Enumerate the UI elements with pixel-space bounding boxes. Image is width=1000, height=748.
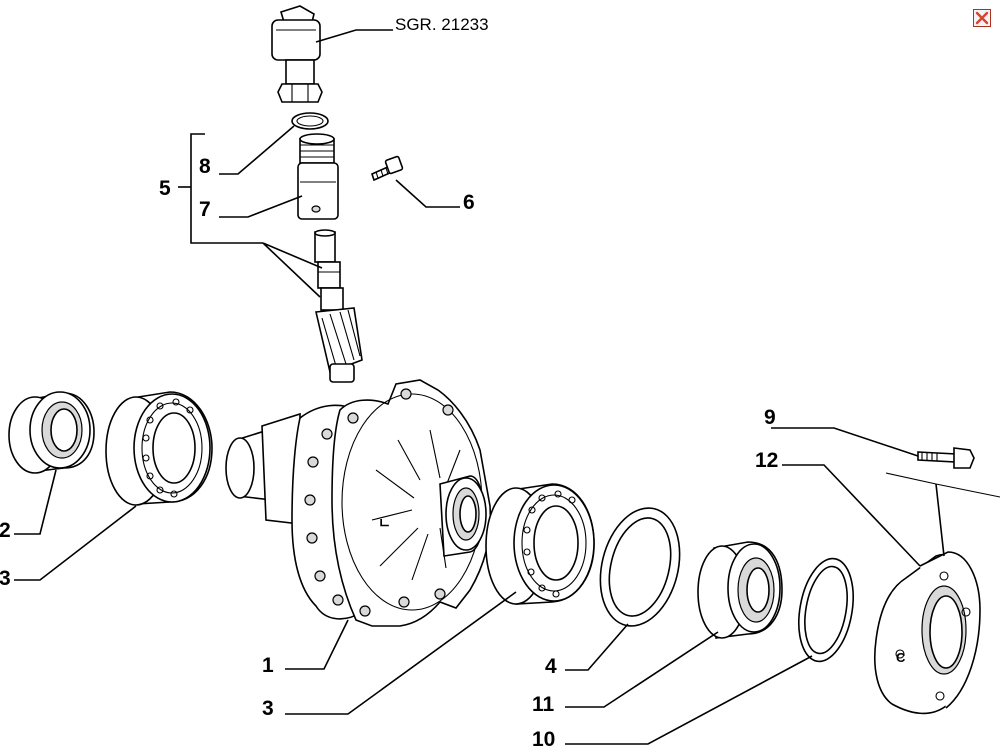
pinion-shaft: [314, 229, 363, 383]
close-icon: [975, 11, 989, 25]
shim-ring-4: [599, 507, 681, 627]
screw-6: [371, 155, 404, 182]
callout-8: 8: [199, 155, 211, 178]
gasket-10: [798, 557, 854, 663]
callout-5: 5: [159, 177, 171, 200]
flange-cover-12: C: [873, 551, 981, 715]
callout-10: 10: [532, 728, 555, 748]
close-button[interactable]: [973, 9, 991, 27]
callout-4: 4: [545, 655, 557, 678]
callout-2: 2: [0, 519, 11, 542]
callout-1: 1: [262, 654, 274, 677]
callout-9: 9: [764, 406, 776, 429]
svg-text:C: C: [896, 650, 906, 665]
svg-text:ㄴ: ㄴ: [378, 515, 391, 531]
callout-3-left: 3: [0, 567, 11, 590]
callout-3-bottom: 3: [262, 697, 274, 720]
bearing-3-left: [105, 391, 213, 506]
bearing-3-right: [485, 483, 595, 605]
callout-7: 7: [199, 198, 211, 221]
bolt-9: [917, 447, 975, 469]
callout-12: 12: [755, 449, 778, 472]
oil-seal-2: [8, 391, 95, 474]
differential-housing-1: ㄴ: [225, 379, 492, 627]
callout-11: 11: [532, 693, 555, 716]
reference-code: SGR. 21233: [395, 15, 489, 34]
bushing-7: [297, 133, 339, 220]
speed-sensor: [271, 5, 323, 103]
callout-6: 6: [463, 191, 475, 214]
oil-seal-11: [697, 541, 783, 639]
